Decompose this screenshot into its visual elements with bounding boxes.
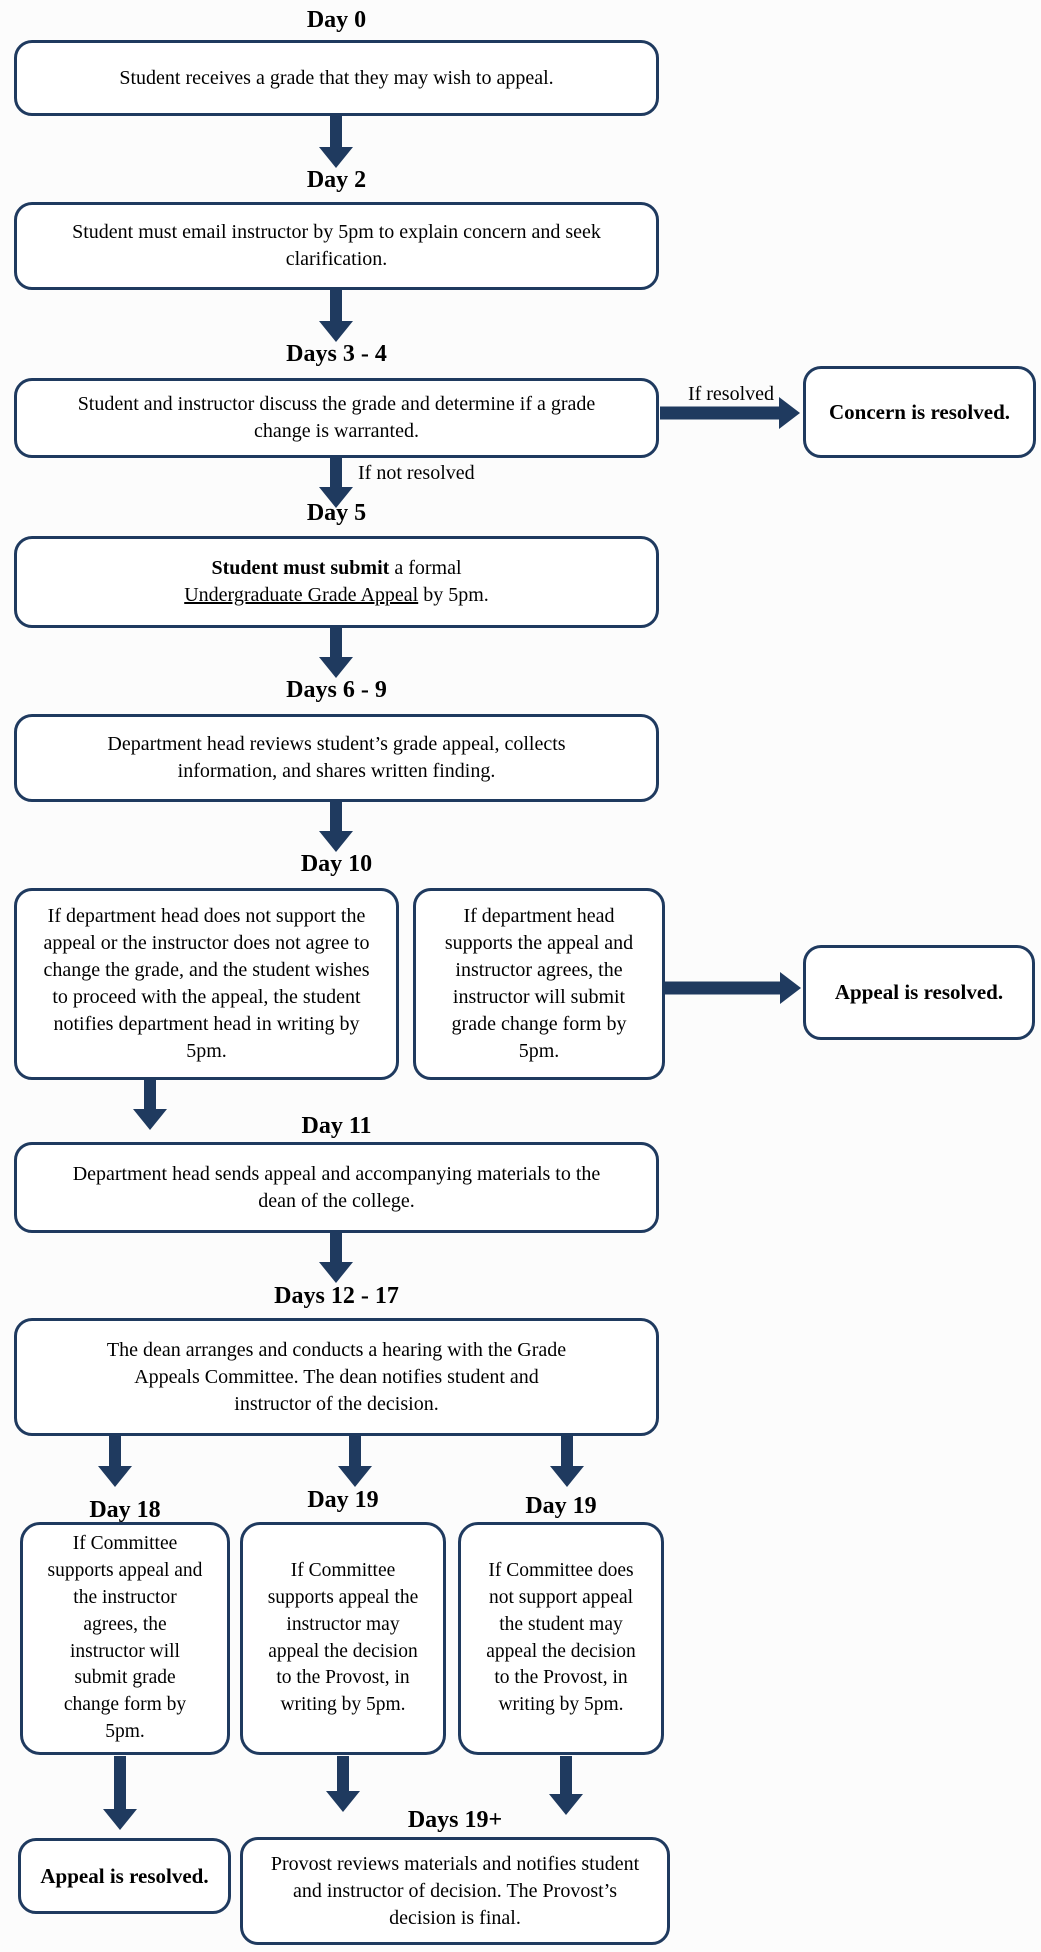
arrow-shaft	[330, 290, 342, 322]
node-day5-line2-rest: by 5pm.	[418, 584, 489, 606]
node-days6-9-text: Department head reviews student’s grade …	[107, 733, 566, 782]
node-day5-bold-text: Student must submit	[211, 557, 390, 579]
arrow-head	[779, 397, 800, 429]
title-day19-student: Day 19	[525, 1493, 597, 1519]
node-day10-left: If department head does not support the …	[14, 888, 399, 1080]
arrow-down-icon	[319, 458, 353, 508]
arrow-shaft	[660, 406, 781, 420]
node-appeal-resolved-day10-text: Appeal is resolved.	[834, 980, 1004, 1005]
arrow-shaft	[109, 1435, 121, 1467]
node-appeal-resolved-day10: Appeal is resolved.	[803, 945, 1035, 1040]
node-day19-student-text: If Committee does not support appeal the…	[486, 1559, 636, 1716]
arrow-shaft	[330, 458, 342, 488]
arrow-head	[103, 1809, 137, 1830]
node-day0-text: Student receives a grade that they may w…	[119, 66, 554, 89]
arrow-shaft	[330, 116, 342, 148]
node-days6-9: Department head reviews student’s grade …	[14, 714, 659, 802]
arrow-down-icon	[319, 628, 353, 678]
node-day19-instructor-text: If Committee supports appeal the instruc…	[267, 1559, 419, 1716]
label-if-not-resolved: If not resolved	[358, 462, 475, 484]
node-day5: Student must submit a formal Undergradua…	[14, 536, 659, 628]
node-day18: If Committee supports appeal and the ins…	[20, 1522, 230, 1755]
node-days19-plus-text: Provost reviews materials and notifies s…	[270, 1852, 640, 1929]
arrow-head	[319, 487, 353, 508]
node-day19-instructor: If Committee supports appeal the instruc…	[240, 1522, 446, 1755]
arrow-head	[319, 1262, 353, 1283]
node-day2: Student must email instructor by 5pm to …	[14, 202, 659, 290]
arrow-shaft	[665, 981, 782, 995]
arrow-shaft	[330, 1233, 342, 1263]
node-appeal-resolved-final: Appeal is resolved.	[18, 1838, 231, 1914]
arrow-shaft	[349, 1435, 361, 1467]
node-day10-left-text: If department head does not support the …	[43, 905, 370, 1062]
arrow-down-icon	[319, 1233, 353, 1283]
arrow-head	[133, 1109, 167, 1130]
title-day5: Day 5	[306, 500, 367, 526]
arrow-shaft	[330, 802, 342, 832]
arrow-down-icon	[550, 1435, 584, 1487]
arrow-down-icon	[319, 116, 353, 168]
arrow-head	[549, 1794, 583, 1815]
node-day0: Student receives a grade that they may w…	[14, 40, 659, 116]
arrow-head	[319, 657, 353, 678]
node-concern-resolved-text: Concern is resolved.	[828, 399, 1010, 424]
node-day5-underlined-text: Undergraduate Grade Appeal	[184, 584, 419, 606]
arrow-right-icon	[665, 971, 801, 1005]
arrow-down-icon	[319, 802, 353, 852]
title-days3-4: Days 3 - 4	[286, 341, 387, 367]
arrow-shaft	[144, 1080, 156, 1110]
title-day18: Day 18	[89, 1497, 161, 1523]
arrow-down-icon	[338, 1435, 372, 1487]
arrow-head	[780, 972, 801, 1004]
title-days12-17: Days 12 - 17	[274, 1283, 399, 1309]
arrow-shaft	[330, 628, 342, 658]
node-day11: Department head sends appeal and accompa…	[14, 1142, 659, 1233]
arrow-head	[319, 321, 353, 342]
node-appeal-resolved-final-text: Appeal is resolved.	[40, 1863, 209, 1888]
arrow-down-icon	[103, 1756, 137, 1830]
title-day10: Day 10	[300, 851, 373, 877]
arrow-shaft	[337, 1756, 349, 1792]
arrow-right-icon	[660, 396, 800, 430]
title-day11: Day 11	[301, 1113, 372, 1139]
node-days12-17-text: The dean arranges and conducts a hearing…	[106, 1338, 567, 1415]
arrow-head	[319, 831, 353, 852]
node-days19-plus: Provost reviews materials and notifies s…	[240, 1837, 670, 1945]
title-day2: Day 2	[306, 167, 367, 193]
label-if-resolved: If resolved	[687, 383, 775, 405]
node-days3-4: Student and instructor discuss the grade…	[14, 378, 659, 458]
arrow-head	[319, 147, 353, 168]
node-days3-4-text: Student and instructor discuss the grade…	[77, 393, 596, 442]
arrow-head	[326, 1791, 360, 1812]
title-days6-9: Days 6 - 9	[286, 677, 387, 703]
node-day2-text: Student must email instructor by 5pm to …	[72, 221, 601, 270]
arrow-down-icon	[549, 1756, 583, 1815]
arrow-head	[338, 1466, 372, 1487]
arrow-shaft	[114, 1756, 126, 1810]
title-days19-plus: Days 19+	[407, 1807, 503, 1833]
node-concern-resolved: Concern is resolved.	[803, 366, 1036, 458]
node-day10-right: If department head supports the appeal a…	[413, 888, 665, 1080]
title-day19-instructor: Day 19	[307, 1487, 379, 1513]
node-day18-text: If Committee supports appeal and the ins…	[47, 1532, 203, 1743]
arrow-shaft	[561, 1435, 573, 1467]
arrow-down-icon	[98, 1435, 132, 1487]
arrow-down-icon	[326, 1756, 360, 1812]
node-days12-17: The dean arranges and conducts a hearing…	[14, 1318, 659, 1436]
arrow-down-icon	[319, 290, 353, 342]
arrow-head	[550, 1466, 584, 1487]
node-day10-right-text: If department head supports the appeal a…	[444, 905, 634, 1062]
arrow-shaft	[560, 1756, 572, 1795]
node-day11-text: Department head sends appeal and accompa…	[72, 1162, 601, 1212]
node-day5-line1-rest: a formal	[389, 557, 462, 579]
title-day0: Day 0	[306, 7, 367, 33]
node-day19-student: If Committee does not support appeal the…	[458, 1522, 664, 1755]
arrow-down-icon	[133, 1080, 167, 1130]
arrow-head	[98, 1466, 132, 1487]
